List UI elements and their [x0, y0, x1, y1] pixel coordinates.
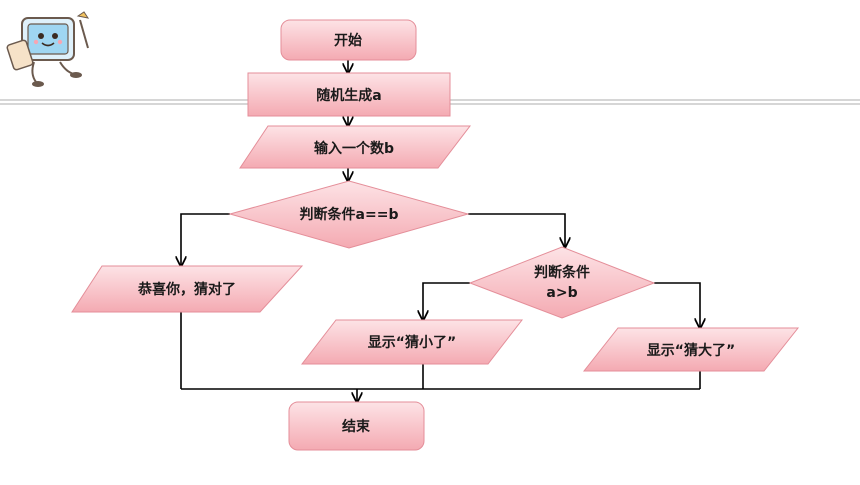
decision-greater-label-line1: 判断条件: [534, 264, 590, 281]
generate-label: 随机生成a: [316, 87, 381, 104]
decision-equal-node: 判断条件a==b: [228, 180, 470, 249]
too-small-label: 显示“猜小了”: [368, 334, 456, 351]
too-big-label: 显示“猜大了”: [647, 342, 735, 359]
decision-equal-label: 判断条件a==b: [300, 206, 399, 223]
end-node: 结束: [288, 401, 425, 451]
connector-decision1-correct: [181, 213, 230, 266]
correct-label: 恭喜你，猜对了: [137, 281, 236, 298]
decision-greater-label-line2: a>b: [546, 285, 577, 301]
input-label: 输入一个数b: [314, 140, 394, 157]
generate-node: 随机生成a: [247, 72, 451, 117]
connector-decision2-small: [423, 282, 470, 320]
computer-mascot-icon: [6, 11, 90, 87]
start-label: 开始: [334, 32, 362, 49]
end-label: 结束: [342, 418, 371, 435]
decision-greater-node: 判断条件 a>b: [468, 246, 656, 319]
connectors: [181, 60, 700, 402]
too-small-node: 显示“猜小了”: [300, 319, 524, 365]
too-big-node: 显示“猜大了”: [582, 327, 800, 372]
input-node: 输入一个数b: [239, 125, 472, 169]
correct-node: 恭喜你，猜对了: [71, 265, 304, 313]
connector-decision2-big: [654, 282, 700, 328]
connector-decision1-decision2: [468, 213, 565, 247]
start-node: 开始: [280, 19, 417, 61]
